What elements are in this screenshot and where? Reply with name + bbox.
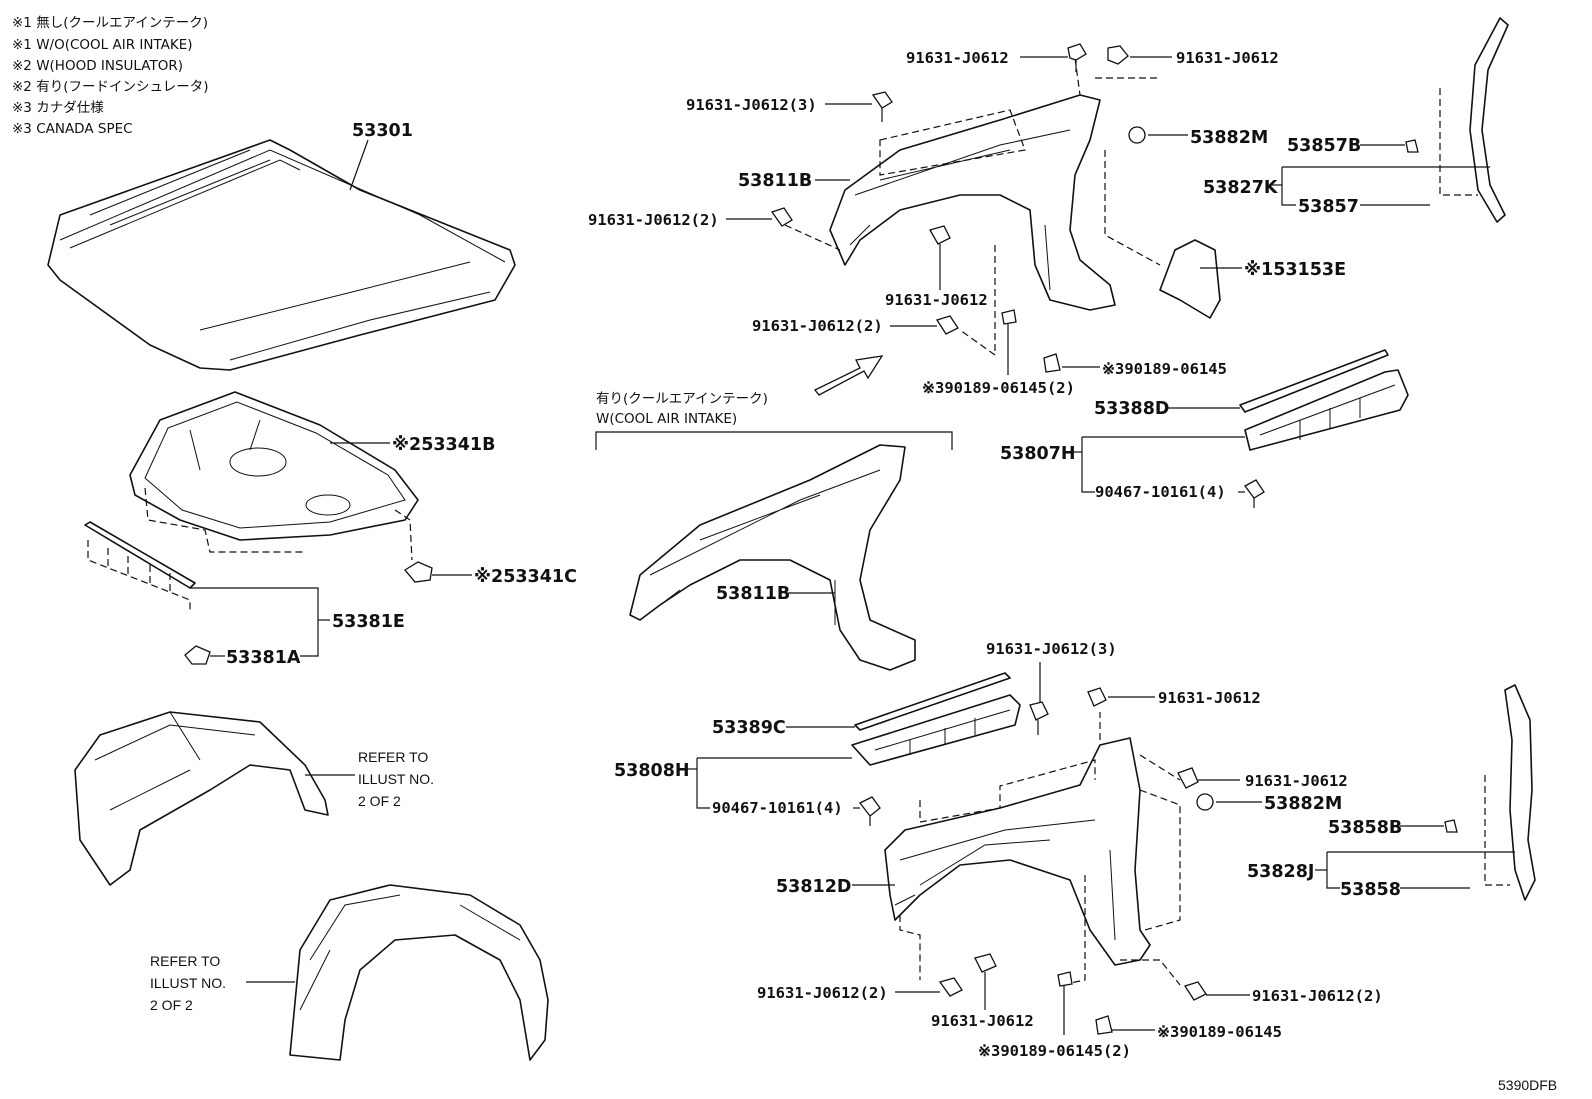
grommet-top — [1128, 126, 1146, 144]
bolt-lower-right — [1177, 767, 1199, 789]
bolt-3-upper-label: 91631-J0612(3) — [686, 96, 817, 114]
bolt-2-mid — [935, 315, 959, 335]
cowl-h-label: 53807H — [1000, 444, 1076, 464]
bolt-lower-mid — [974, 953, 997, 973]
rear-seal-clip-lower — [1444, 819, 1458, 833]
seal-rr2-j-label: 53828J — [1247, 862, 1314, 882]
insulator-label: ※253341B — [392, 435, 495, 455]
fender-middle-part — [629, 444, 916, 671]
cowl-lower-h-label: 53808H — [614, 761, 690, 781]
rear-seal-lower-part — [1484, 684, 1536, 901]
fender-liner-front — [74, 711, 329, 886]
seal-rr-b-label: 53857B — [1287, 136, 1361, 156]
bolt-2-lower-left — [938, 977, 963, 997]
seal-clip — [184, 645, 211, 665]
refer-1-line1: REFER TO — [358, 749, 428, 765]
rear-seal-clip-upper — [1405, 139, 1419, 153]
hood-insulator-part — [129, 391, 419, 541]
bolt-mid — [929, 225, 951, 245]
insulator-clip — [404, 561, 472, 583]
hood-seal-part — [84, 521, 196, 610]
note-3-en: ※3 CANADA SPEC — [12, 121, 133, 137]
small-liner-label: ※153153E — [1244, 260, 1346, 280]
fender-middle-label: 53811B — [716, 584, 790, 604]
bolt-top-b-label: 91631-J0612 — [1176, 49, 1279, 67]
bolt-lower-mid-label: 91631-J0612 — [931, 1012, 1034, 1030]
bolt-2-lower-right — [1183, 981, 1207, 1001]
clip-4-top-label: 90467-10161(4) — [1095, 483, 1226, 501]
grommet-top-label: 53882M — [1190, 128, 1268, 148]
note-2-en: ※2 W(HOOD INSULATOR) — [12, 58, 183, 74]
insulator-clip-label: ※253341C — [474, 567, 577, 587]
canada-bolt-lower-2 — [1057, 971, 1073, 987]
cowl-seal-d-label: 53388D — [1094, 399, 1169, 419]
seal-assy-label: 53381E — [332, 612, 405, 632]
canada-bolt-upper-2-label: ※390189-06145(2) — [922, 379, 1075, 397]
bolt-lower-top — [1087, 687, 1107, 707]
bolt-top-a — [1067, 43, 1087, 72]
cool-air-jp: 有り(クールエアインテーク) — [596, 391, 768, 407]
fender-upper-part — [829, 94, 1116, 311]
seal-rr2-label: 53858 — [1340, 880, 1401, 900]
canada-bolt-upper-2 — [1001, 309, 1017, 325]
cowl-clip-top — [1244, 479, 1265, 508]
bolt-3-lower — [1029, 701, 1049, 735]
fender-upper-label: 53811B — [738, 171, 812, 191]
seal-rr2-b-label: 53858B — [1328, 818, 1402, 838]
bolt-2-upper-left-label: 91631-J0612(2) — [588, 211, 719, 229]
diagram-code: 5390DFB — [1498, 1077, 1557, 1093]
bolt-3-upper — [871, 91, 893, 122]
notes-legend: ※1 無し(クールエアインテーク) ※1 W/O(COOL AIR INTAKE… — [12, 15, 208, 137]
canada-bolt-upper-label: ※390189-06145 — [1102, 360, 1227, 378]
bolt-2-lower-right-label: 91631-J0612(2) — [1252, 987, 1383, 1005]
cool-air-en: W(COOL AIR INTAKE) — [596, 411, 737, 427]
bolt-2-upper-left — [770, 207, 793, 227]
refer-2-line2: ILLUST NO. — [150, 975, 226, 991]
cool-air-arrow — [813, 355, 884, 396]
canada-bolt-upper — [1043, 353, 1061, 373]
note-1-jp: ※1 無し(クールエアインテーク) — [12, 15, 208, 31]
rear-seal-upper-part — [1439, 17, 1509, 223]
refer-1-line2: ILLUST NO. — [358, 771, 434, 787]
cowl-clip-lower — [859, 796, 881, 826]
cowl-seal-c-label: 53389C — [712, 718, 786, 738]
cowl-lower-part — [851, 672, 1021, 766]
bolt-lower-right-label: 91631-J0612 — [1245, 772, 1348, 790]
clip-4-lower-label: 90467-10161(4) — [712, 799, 843, 817]
small-liner-part — [1159, 239, 1221, 319]
fender-lower-label: 53812D — [776, 877, 851, 897]
bolt-lower-top-label: 91631-J0612 — [1158, 689, 1261, 707]
note-2-jp: ※2 有り(フードインシュレータ) — [12, 79, 208, 95]
cowl-upper-part — [1239, 349, 1409, 451]
bolt-mid-label: 91631-J0612 — [885, 291, 988, 309]
refer-1-line3: 2 OF 2 — [358, 793, 401, 809]
canada-bolt-lower — [1095, 1015, 1113, 1035]
hood-part — [47, 139, 516, 371]
grommet-lower-label: 53882M — [1264, 794, 1342, 814]
fender-lower-part — [884, 737, 1151, 966]
note-3-jp: ※3 カナダ仕様 — [12, 100, 104, 116]
seal-rr-k-label: 53827K — [1203, 178, 1279, 198]
seal-rr-label: 53857 — [1298, 197, 1359, 217]
seal-clip-label: 53381A — [226, 648, 301, 668]
canada-lower-2-label: ※390189-06145(2) — [978, 1042, 1131, 1060]
hood-label: 53301 — [352, 121, 413, 141]
canada-lower-label: ※390189-06145 — [1157, 1023, 1282, 1041]
fender-liner-rear — [289, 884, 549, 1061]
bolt-top-a-label: 91631-J0612 — [906, 49, 1009, 67]
note-1-en: ※1 W/O(COOL AIR INTAKE) — [12, 37, 193, 53]
bolt-2-lower-left-label: 91631-J0612(2) — [757, 984, 888, 1002]
refer-2-line1: REFER TO — [150, 953, 220, 969]
grommet-lower — [1196, 793, 1214, 811]
refer-2-line3: 2 OF 2 — [150, 997, 193, 1013]
bolt-top-b — [1107, 45, 1129, 65]
bolt-2-mid-label: 91631-J0612(2) — [752, 317, 883, 335]
bolt-3-lower-label: 91631-J0612(3) — [986, 640, 1117, 658]
